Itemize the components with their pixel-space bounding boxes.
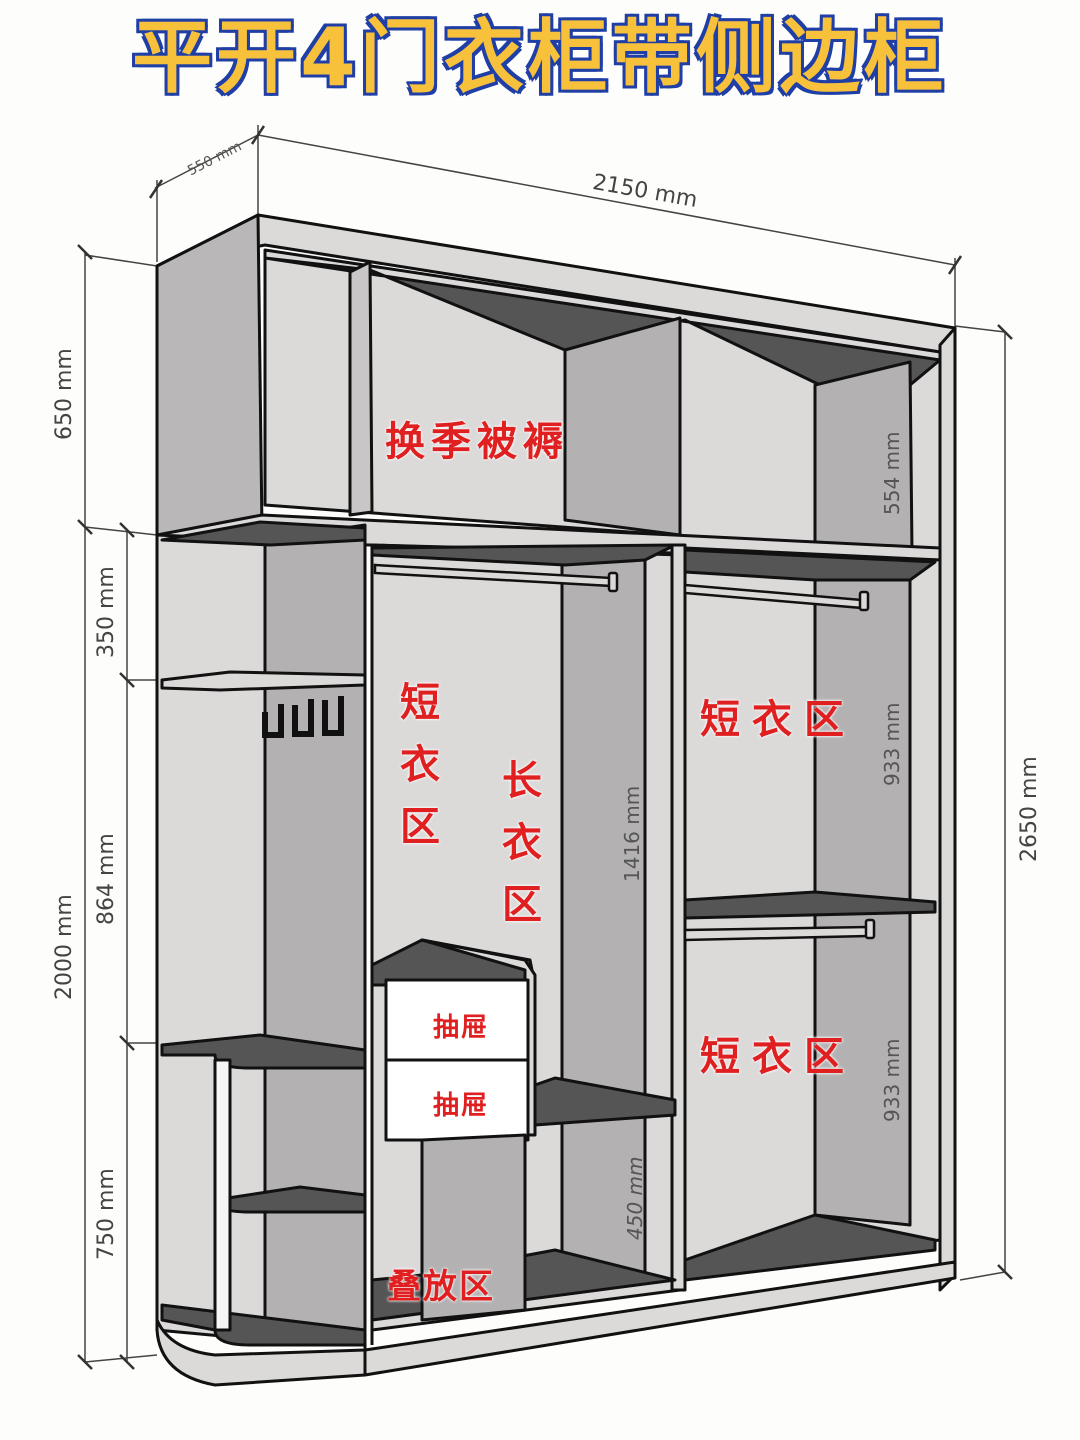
page-title: 平开4门衣柜带侧边柜 (130, 9, 948, 106)
top-section-dimension: 650 mm (52, 348, 77, 440)
drawer-2-label: 抽屉 (433, 1091, 490, 1121)
short-clothes-right-lower-label: 短衣区 (700, 1034, 856, 1080)
folding-area-label: 叠放区 (387, 1267, 495, 1307)
top-inner-dimension: 554 mm (880, 431, 904, 516)
total-height-dimension: 2650 mm (1017, 756, 1042, 862)
hanging-rods (373, 563, 876, 942)
long-clothes-label: 长衣区 (502, 758, 542, 928)
right-lower-dimension: 933 mm (880, 1038, 904, 1123)
side-middle-dimension: 864 mm (94, 833, 119, 925)
side-bottom-dimension: 750 mm (94, 1168, 119, 1260)
long-hang-dimension: 1416 mm (620, 785, 644, 882)
side-cabinet (155, 533, 267, 1342)
short-clothes-left-label: 短衣区 (400, 680, 440, 850)
main-height-dimension: 2000 mm (52, 894, 77, 1000)
dimension-ticks (77, 125, 1013, 1370)
right-upper-dimension: 933 mm (880, 702, 904, 787)
drawer-1 (384, 978, 530, 1062)
top-left-side (155, 213, 264, 537)
short-clothes-right-upper-label: 短衣区 (700, 697, 856, 743)
side-top-dimension: 350 mm (94, 566, 119, 658)
seasonal-bedding-label: 换季被褥 (385, 419, 569, 465)
drawer-2 (384, 1058, 530, 1142)
bottom-shelf-dimension: 450 mm (623, 1156, 647, 1241)
coat-hook-icon (262, 696, 344, 738)
drawer-1-label: 抽屉 (433, 1013, 490, 1043)
